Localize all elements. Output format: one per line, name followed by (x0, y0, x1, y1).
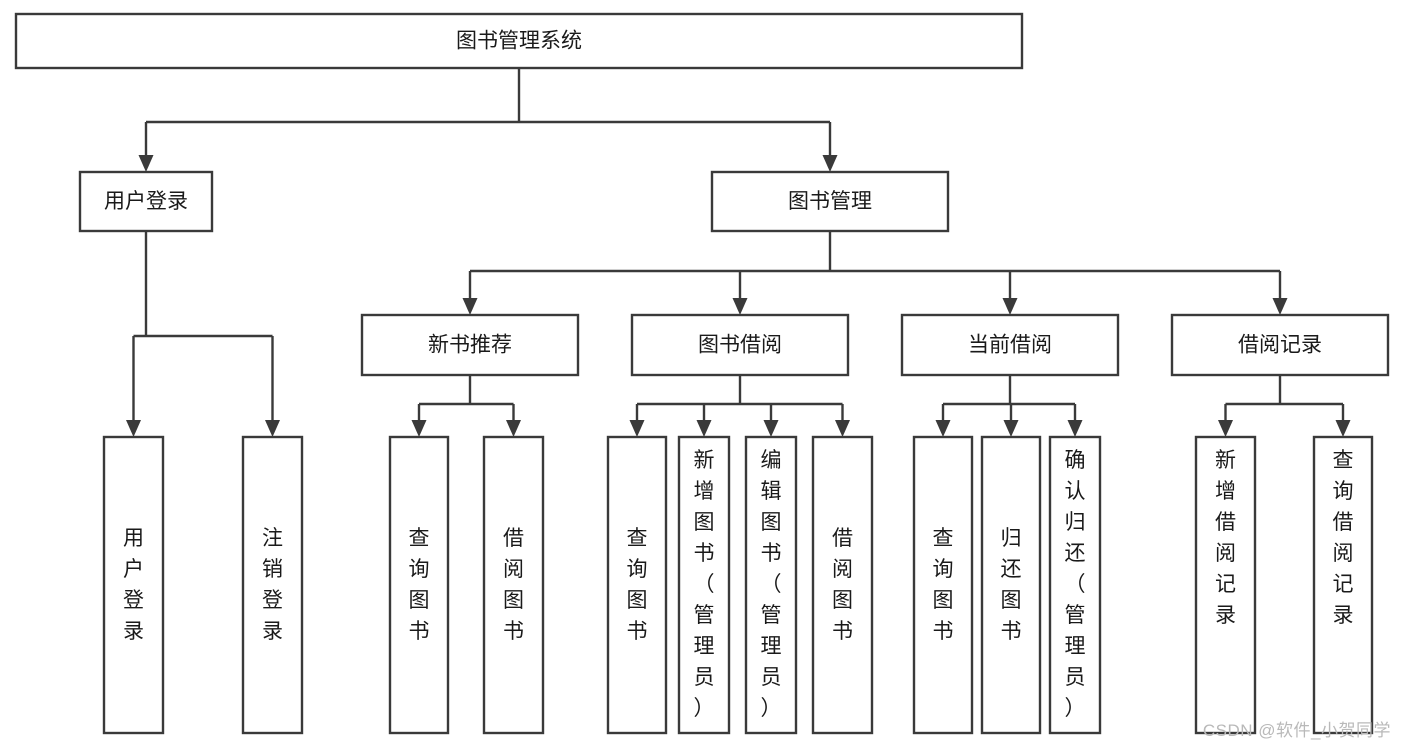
node-label-leaf-query-book-current: 查询图书 (933, 527, 954, 643)
arrow-head-icon (138, 155, 154, 172)
node-box-book-management (710, 170, 950, 233)
node-label-leaf-add-borrow-record: 新增借阅记录 (1215, 449, 1236, 627)
node-box-leaf-add-book-admin (677, 435, 731, 735)
node-borrow-records[interactable]: 借阅记录 (1170, 313, 1390, 377)
arrow-head-icon (1335, 420, 1351, 437)
node-box-leaf-logout (241, 435, 304, 735)
node-label-leaf-borrow-book-recommend: 借阅图书 (503, 527, 524, 643)
node-label-leaf-confirm-return-admin: 确认归还（管理员） (1065, 449, 1086, 720)
node-leaf-borrow-book[interactable]: 借阅图书 (811, 435, 874, 735)
arrow-head-icon (732, 298, 748, 315)
node-label-new-book-recommend: 新书推荐 (428, 334, 512, 357)
node-leaf-add-borrow-record[interactable]: 新增借阅记录 (1194, 435, 1257, 735)
node-new-book-recommend[interactable]: 新书推荐 (360, 313, 580, 377)
arrow-head-icon (935, 420, 951, 437)
node-label-user-login: 用户登录 (104, 190, 188, 213)
arrow-head-icon (506, 420, 521, 437)
node-label-root: 图书管理系统 (456, 30, 582, 53)
connector-borrow-to-leaves (629, 375, 850, 437)
node-leaf-query-borrow-record[interactable]: 查询借阅记录 (1312, 435, 1374, 735)
node-box-user-login (78, 170, 214, 233)
node-label-book-borrow: 图书借阅 (698, 334, 782, 357)
node-box-leaf-edit-book-admin (744, 435, 798, 735)
node-box-leaf-return-book (980, 435, 1042, 735)
node-box-book-borrow (630, 313, 850, 377)
arrow-head-icon (696, 420, 712, 437)
node-label-current-borrow: 当前借阅 (968, 334, 1052, 357)
arrow-head-icon (822, 155, 838, 172)
arrow-head-icon (835, 420, 850, 437)
node-leaf-user-login[interactable]: 用户登录 (102, 435, 165, 735)
node-box-leaf-borrow-book (811, 435, 874, 735)
node-label-book-management: 图书管理 (788, 190, 872, 213)
node-box-leaf-query-book-borrow (606, 435, 668, 735)
node-label-leaf-add-book-admin: 新增图书（管理员） (694, 449, 715, 720)
arrow-head-icon (1002, 298, 1018, 315)
node-label-leaf-query-book-recommend: 查询图书 (409, 527, 430, 643)
node-label-borrow-records: 借阅记录 (1238, 334, 1322, 357)
node-leaf-borrow-book-recommend[interactable]: 借阅图书 (482, 435, 545, 735)
node-root[interactable]: 图书管理系统 (14, 12, 1024, 70)
node-label-leaf-return-book: 归还图书 (1001, 527, 1022, 643)
arrow-head-icon (629, 420, 645, 437)
node-layer: 图书管理系统用户登录图书管理新书推荐图书借阅当前借阅借阅记录用户登录注销登录查询… (14, 12, 1390, 735)
connector-bookmgmt-to-level2 (462, 231, 1288, 315)
node-book-management[interactable]: 图书管理 (710, 170, 950, 233)
node-book-borrow[interactable]: 图书借阅 (630, 313, 850, 377)
node-leaf-confirm-return-admin[interactable]: 确认归还（管理员） (1048, 435, 1102, 735)
node-current-borrow[interactable]: 当前借阅 (900, 313, 1120, 377)
node-box-leaf-borrow-book-recommend (482, 435, 545, 735)
node-leaf-query-book-current[interactable]: 查询图书 (912, 435, 974, 735)
connector-records-to-leaves (1218, 375, 1351, 437)
node-box-leaf-add-borrow-record (1194, 435, 1257, 735)
node-label-leaf-borrow-book: 借阅图书 (832, 527, 853, 643)
node-box-new-book-recommend (360, 313, 580, 377)
node-box-leaf-query-borrow-record (1312, 435, 1374, 735)
connector-userlogin-to-leaves (126, 231, 280, 437)
node-leaf-query-book-borrow[interactable]: 查询图书 (606, 435, 668, 735)
node-label-leaf-user-login: 用户登录 (123, 527, 144, 643)
arrow-head-icon (126, 420, 141, 437)
node-label-leaf-edit-book-admin: 编辑图书（管理员） (761, 449, 782, 720)
connector-root-to-level1 (138, 68, 838, 172)
arrow-head-icon (411, 420, 427, 437)
node-leaf-query-book-recommend[interactable]: 查询图书 (388, 435, 450, 735)
arrow-head-icon (1003, 420, 1019, 437)
node-box-leaf-query-book-current (912, 435, 974, 735)
connector-current-to-leaves (935, 375, 1083, 437)
node-leaf-logout[interactable]: 注销登录 (241, 435, 304, 735)
arrow-head-icon (462, 298, 478, 315)
node-leaf-add-book-admin[interactable]: 新增图书（管理员） (677, 435, 731, 735)
node-box-leaf-user-login (102, 435, 165, 735)
node-box-borrow-records (1170, 313, 1390, 377)
arrow-head-icon (1272, 298, 1288, 315)
node-user-login[interactable]: 用户登录 (78, 170, 214, 233)
node-label-leaf-query-book-borrow: 查询图书 (627, 527, 648, 643)
arrow-head-icon (1067, 420, 1083, 437)
node-label-leaf-logout: 注销登录 (262, 527, 283, 643)
arrow-head-icon (763, 420, 779, 437)
node-box-current-borrow (900, 313, 1120, 377)
node-leaf-return-book[interactable]: 归还图书 (980, 435, 1042, 735)
arrow-head-icon (1218, 420, 1233, 437)
node-leaf-edit-book-admin[interactable]: 编辑图书（管理员） (744, 435, 798, 735)
node-box-leaf-confirm-return-admin (1048, 435, 1102, 735)
watermark-label: CSDN @软件_小贺同学 (1202, 721, 1391, 740)
arrow-head-icon (265, 420, 280, 437)
node-label-leaf-query-borrow-record: 查询借阅记录 (1333, 449, 1354, 627)
node-box-leaf-query-book-recommend (388, 435, 450, 735)
connector-layer (126, 68, 1351, 437)
connector-recommend-to-leaves (411, 375, 521, 437)
node-box-root (14, 12, 1024, 70)
